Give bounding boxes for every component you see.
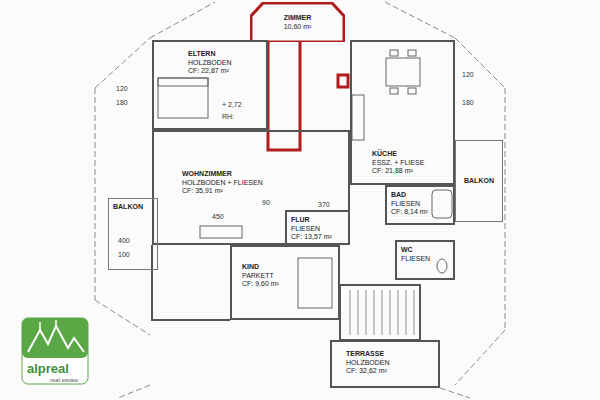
room-label: BADFLIESENCF: 8,14 m² xyxy=(391,191,428,217)
room-box: ELTERNHOLZBODENCF: 22,87 m² xyxy=(152,40,268,130)
stair-steps xyxy=(350,290,414,335)
roof-line xyxy=(95,2,505,398)
room-detail: CF: 32,62 m² xyxy=(346,367,390,376)
dimension-label: 90 xyxy=(262,198,270,207)
room-box: ZIMMER10,60 m² xyxy=(250,2,345,42)
room-box: WOHNZIMMERHOLZBODEN + FLIESENCF: 35,91 m… xyxy=(152,130,350,245)
room-box: KINDPARKETTCF: 9,60 m² xyxy=(230,245,340,320)
room-label: TERRASSEHOLZBODENCF: 32,62 m² xyxy=(346,350,390,376)
red-wall xyxy=(268,42,300,150)
room-box: KÜCHEESSZ. + FLIESECF: 21,88 m² xyxy=(350,40,455,185)
room-label: BALKON xyxy=(464,177,494,186)
room-detail: FLIESEN xyxy=(391,200,428,209)
room-detail: HOLZBODEN xyxy=(346,359,390,368)
room-detail: CF: 9,60 m² xyxy=(242,280,279,289)
room-box: FLURFLIESENCF: 13,57 m² xyxy=(285,210,350,245)
room-name: BAD xyxy=(391,191,428,200)
logo-arrows xyxy=(40,320,56,330)
wall xyxy=(152,245,230,320)
room-name: BALKON xyxy=(113,203,143,212)
bay-wall xyxy=(251,3,344,42)
room-detail: CF: 35,91 m² xyxy=(182,187,263,196)
logo-mountains xyxy=(28,326,84,352)
logo-text: real estate xyxy=(50,376,78,384)
room-name: ELTERN xyxy=(188,50,232,59)
room-label: WOHNZIMMERHOLZBODEN + FLIESENCF: 35,91 m… xyxy=(182,170,263,196)
room-label: ELTERNHOLZBODENCF: 22,87 m² xyxy=(188,50,232,76)
room-box: BALKON xyxy=(108,198,158,270)
dimension-label: 120 xyxy=(462,70,474,79)
room-detail: CF: 22,87 m² xyxy=(188,67,232,76)
dimension-label: 450 xyxy=(212,212,224,221)
chair xyxy=(408,88,416,94)
room-box: BADFLIESENCF: 8,14 m² xyxy=(385,185,455,225)
dimension-label: 370 xyxy=(318,200,330,209)
toilet xyxy=(437,259,447,273)
new-walls xyxy=(268,42,348,150)
room-label: KINDPARKETTCF: 9,60 m² xyxy=(242,263,279,289)
dimension-label: RH: xyxy=(222,112,234,121)
room-name: KIND xyxy=(242,263,279,272)
room-detail: HOLZBODEN xyxy=(188,59,232,68)
room-detail: ESSZ. + FLIESE xyxy=(372,159,424,168)
logo xyxy=(22,318,88,384)
stairs xyxy=(350,290,414,335)
room-name: ZIMMER xyxy=(284,14,312,23)
room-box: BALKON xyxy=(455,140,503,222)
room-detail: FLIESEN xyxy=(291,225,332,234)
logo-frame xyxy=(22,318,88,384)
walls xyxy=(152,245,420,340)
bed xyxy=(298,258,332,308)
room-name: KÜCHE xyxy=(372,150,424,159)
pillow xyxy=(158,78,208,86)
logo-square xyxy=(22,318,88,358)
room-name: TERRASSE xyxy=(346,350,390,359)
dining-table xyxy=(386,58,420,86)
room-detail: CF: 13,57 m² xyxy=(291,233,332,242)
dimension-label: 180 xyxy=(116,98,128,107)
bed xyxy=(158,78,208,118)
dimension-label: 120 xyxy=(116,84,128,93)
room-box: WCFLIESEN xyxy=(395,240,455,280)
room-name: WC xyxy=(401,246,430,255)
roof-lines xyxy=(95,2,505,398)
chair xyxy=(408,50,416,56)
room-box: TERRASSEHOLZBODENCF: 32,62 m² xyxy=(330,340,440,388)
kitchen-counter xyxy=(352,95,364,140)
furniture xyxy=(158,50,452,308)
sofa xyxy=(200,226,242,238)
room-name: BALKON xyxy=(464,177,494,186)
room-label: ZIMMER10,60 m² xyxy=(284,14,312,31)
dimension-label: 100 xyxy=(118,250,130,259)
room-label: FLURFLIESENCF: 13,57 m² xyxy=(291,216,332,242)
room-detail: FLIESEN xyxy=(401,255,430,264)
red-wall xyxy=(338,75,348,87)
room-name: WOHNZIMMER xyxy=(182,170,263,179)
dimension-label: 400 xyxy=(118,236,130,245)
room-detail: 10,60 m² xyxy=(284,23,312,32)
logo-text: alpreal xyxy=(27,361,69,376)
room-label: KÜCHEESSZ. + FLIESECF: 21,88 m² xyxy=(372,150,424,176)
bath-tub xyxy=(432,190,452,218)
room-label: WCFLIESEN xyxy=(401,246,430,263)
chair xyxy=(390,50,398,56)
dimension-label: + 2,72 xyxy=(222,100,242,109)
stair-well xyxy=(340,285,420,340)
chair xyxy=(390,88,398,94)
room-detail: CF: 8,14 m² xyxy=(391,208,428,217)
room-detail: HOLZBODEN + FLIESEN xyxy=(182,179,263,188)
room-name: FLUR xyxy=(291,216,332,225)
room-label: BALKON xyxy=(113,203,143,212)
bay-outline xyxy=(250,2,345,42)
room-detail: PARKETT xyxy=(242,272,279,281)
room-detail: CF: 21,88 m² xyxy=(372,167,424,176)
dimension-label: 180 xyxy=(462,98,474,107)
